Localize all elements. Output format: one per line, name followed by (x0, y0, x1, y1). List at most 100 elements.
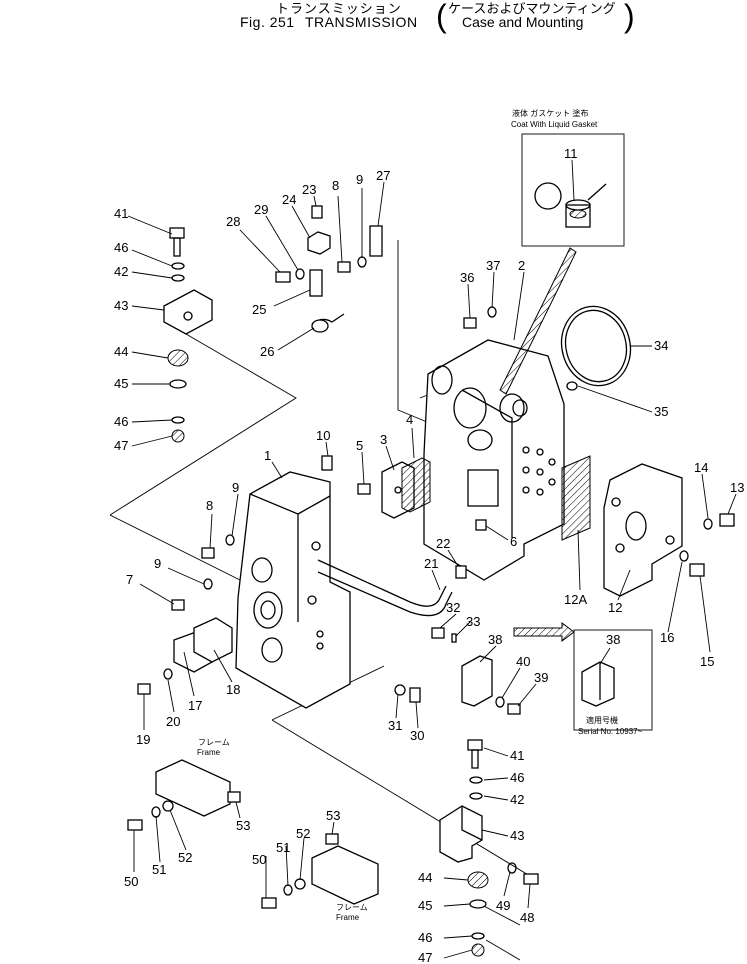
callout-34: 34 (654, 338, 668, 353)
callout-38: 38 (488, 632, 502, 647)
callout-9: 9 (356, 172, 363, 187)
frame-en-2: Frame (336, 913, 360, 922)
callout-2: 2 (518, 258, 525, 273)
serial-note-en: Serial No. 10937~ (578, 727, 643, 736)
bracket-43-top (163, 289, 213, 335)
gasket-ring-34 (499, 247, 632, 395)
callout-27: 27 (376, 168, 390, 183)
callout-24: 24 (282, 192, 296, 207)
callout-15: 15 (700, 654, 714, 669)
callout-36: 36 (460, 270, 474, 285)
callout-45: 45 (114, 376, 128, 391)
callout-44: 44 (418, 870, 432, 885)
fasteners (127, 205, 735, 957)
figure-title: Fig. 251 TRANSMISSION (240, 14, 418, 30)
callout-4: 4 (406, 412, 413, 427)
callout-17: 17 (188, 698, 202, 713)
callout-22: 22 (436, 536, 450, 551)
callout-46: 46 (114, 414, 128, 429)
callout-10: 10 (316, 428, 330, 443)
callout-50: 50 (252, 852, 266, 867)
callout-51: 51 (152, 862, 166, 877)
callout-14: 14 (694, 460, 708, 475)
case-2-holes (522, 446, 556, 496)
callout-9: 9 (232, 480, 239, 495)
callout-20: 20 (166, 714, 180, 729)
callout-35: 35 (654, 404, 668, 419)
callout-51: 51 (276, 840, 290, 855)
callout-44: 44 (114, 344, 128, 359)
serial-note-jp: 適用号機 (586, 715, 618, 725)
callout-28: 28 (226, 214, 240, 229)
callout-19: 19 (136, 732, 150, 747)
callout-53: 53 (236, 818, 250, 833)
callout-39: 39 (534, 670, 548, 685)
callout-45: 45 (418, 898, 432, 913)
callout-16: 16 (660, 630, 674, 645)
callout-47: 47 (418, 950, 432, 964)
callout-31: 31 (388, 718, 402, 733)
callout-13: 13 (730, 480, 744, 495)
callout-52: 52 (296, 826, 310, 841)
leader-lines (127, 159, 737, 959)
callout-52: 52 (178, 850, 192, 865)
callout-7: 7 (126, 572, 133, 587)
serial-note: 適用号機 Serial No. 10937~ (573, 629, 653, 736)
serial-arrow (513, 622, 575, 642)
subtitle: Case and Mounting (462, 14, 584, 30)
subtitle-japanese: ケースおよびマウンティング (448, 1, 616, 16)
callout-47: 47 (114, 438, 128, 453)
transmission-case-1 (235, 471, 351, 709)
figure-name: TRANSMISSION (304, 14, 418, 30)
frame-bracket-1: フレーム Frame (155, 738, 231, 817)
callout-42: 42 (114, 264, 128, 279)
callout-53: 53 (326, 808, 340, 823)
bracket-43-bottom (439, 805, 483, 863)
callout-46: 46 (114, 240, 128, 255)
cover-12 (603, 463, 683, 597)
frame-jp-1: フレーム (198, 738, 230, 747)
callout-49: 49 (496, 898, 510, 913)
liquid-gasket-note: 液体 ガスケット 塗布 Coat With Liquid Gasket (511, 108, 625, 247)
callout-25: 25 (252, 302, 266, 317)
callout-8: 8 (206, 498, 213, 513)
callout-21: 21 (424, 556, 438, 571)
callout-12: 12 (608, 600, 622, 615)
title-japanese: トランスミッション (276, 1, 402, 16)
frame-en-1: Frame (197, 748, 221, 757)
callout-5: 5 (356, 438, 363, 453)
callout-41: 41 (510, 748, 524, 763)
callout-1: 1 (264, 448, 271, 463)
callout-42: 42 (510, 792, 524, 807)
callout-29: 29 (254, 202, 268, 217)
callout-3: 3 (380, 432, 387, 447)
callout-26: 26 (260, 344, 274, 359)
gasket-note-en: Coat With Liquid Gasket (511, 120, 598, 129)
callout-33: 33 (466, 614, 480, 629)
callout-30: 30 (410, 728, 424, 743)
callout-41: 41 (114, 206, 128, 221)
frame-bracket-2: フレーム Frame (311, 845, 379, 922)
callout-12a: 12A (564, 592, 587, 607)
callout-37: 37 (486, 258, 500, 273)
callout-23: 23 (302, 182, 316, 197)
callout-8: 8 (332, 178, 339, 193)
callout-11: 11 (564, 146, 578, 161)
callout-46: 46 (418, 930, 432, 945)
gasket-4 (401, 457, 431, 513)
callout-43: 43 (510, 828, 524, 843)
open-paren: ( (436, 0, 447, 34)
callout-9: 9 (154, 556, 161, 571)
close-paren: ) (624, 0, 635, 34)
gasket-note-jp: 液体 ガスケット 塗布 (512, 108, 588, 118)
frame-jp-2: フレーム (336, 903, 368, 912)
callout-40: 40 (516, 654, 530, 669)
callout-18: 18 (226, 682, 240, 697)
gasket-12a (561, 455, 591, 541)
callout-48: 48 (520, 910, 534, 925)
callout-labels: 41 46 42 43 44 45 46 47 28 29 24 23 25 2… (114, 146, 744, 964)
callout-32: 32 (446, 600, 460, 615)
callout-50: 50 (124, 874, 138, 889)
callout-46: 46 (510, 770, 524, 785)
